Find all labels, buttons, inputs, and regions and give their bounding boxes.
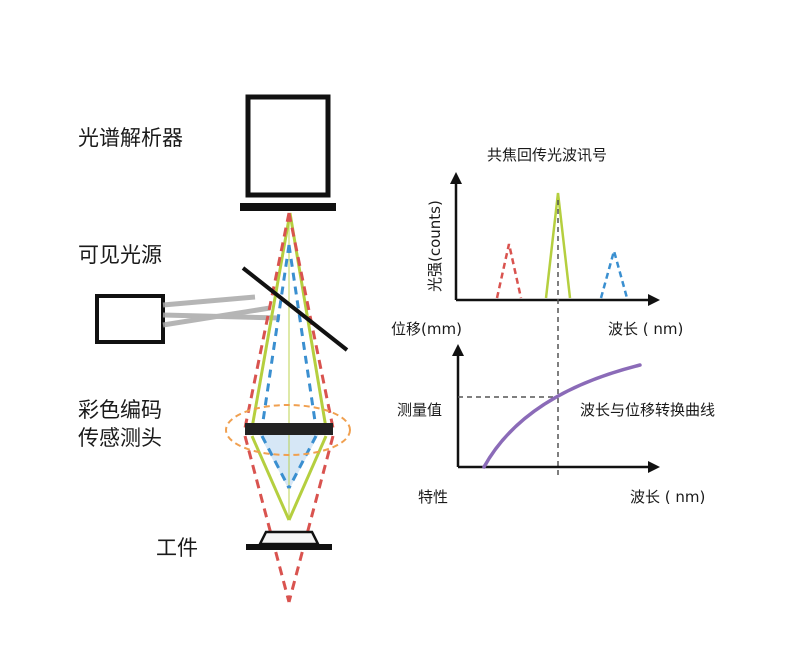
label-sensor-head-line2: 传感测头 — [78, 426, 162, 450]
green-rays — [250, 212, 328, 521]
label-wavelength-axis-top: 波长 ( nm) — [608, 320, 683, 338]
peak-blue — [599, 246, 629, 299]
sensor-head-highlight — [225, 404, 351, 456]
top-graph-axes — [450, 172, 660, 306]
peak-green — [544, 192, 572, 299]
label-light-source: 可见光源 — [78, 243, 162, 267]
label-workpiece: 工件 — [156, 536, 198, 560]
sensor-lens — [245, 423, 333, 435]
label-confocal-signal: 共焦回传光波讯号 — [487, 146, 607, 164]
light-source-box — [95, 294, 165, 344]
beam-splitter — [241, 266, 349, 352]
workpiece-shape — [246, 530, 332, 550]
label-sensor-head-line1: 彩色编码 — [78, 398, 162, 422]
spectrum-analyzer-box — [245, 94, 331, 198]
label-measured-value: 测量值 — [397, 401, 442, 419]
label-characteristic: 特性 — [418, 488, 448, 506]
bottom-graph-axes — [452, 344, 660, 473]
label-spectrum-analyzer: 光谱解析器 — [78, 126, 183, 150]
peak-red — [495, 243, 523, 299]
label-intensity-axis: 光强(counts) — [426, 200, 444, 292]
label-displacement-axis: 位移(mm) — [391, 320, 462, 338]
label-wavelength-axis-bottom: 波长 ( nm) — [630, 488, 705, 506]
illumination-beams — [162, 294, 281, 328]
label-curve: 波长与位移转换曲线 — [580, 401, 715, 419]
analyzer-slit — [240, 203, 336, 211]
conversion-curve — [482, 363, 642, 469]
blue-rays — [260, 244, 318, 489]
